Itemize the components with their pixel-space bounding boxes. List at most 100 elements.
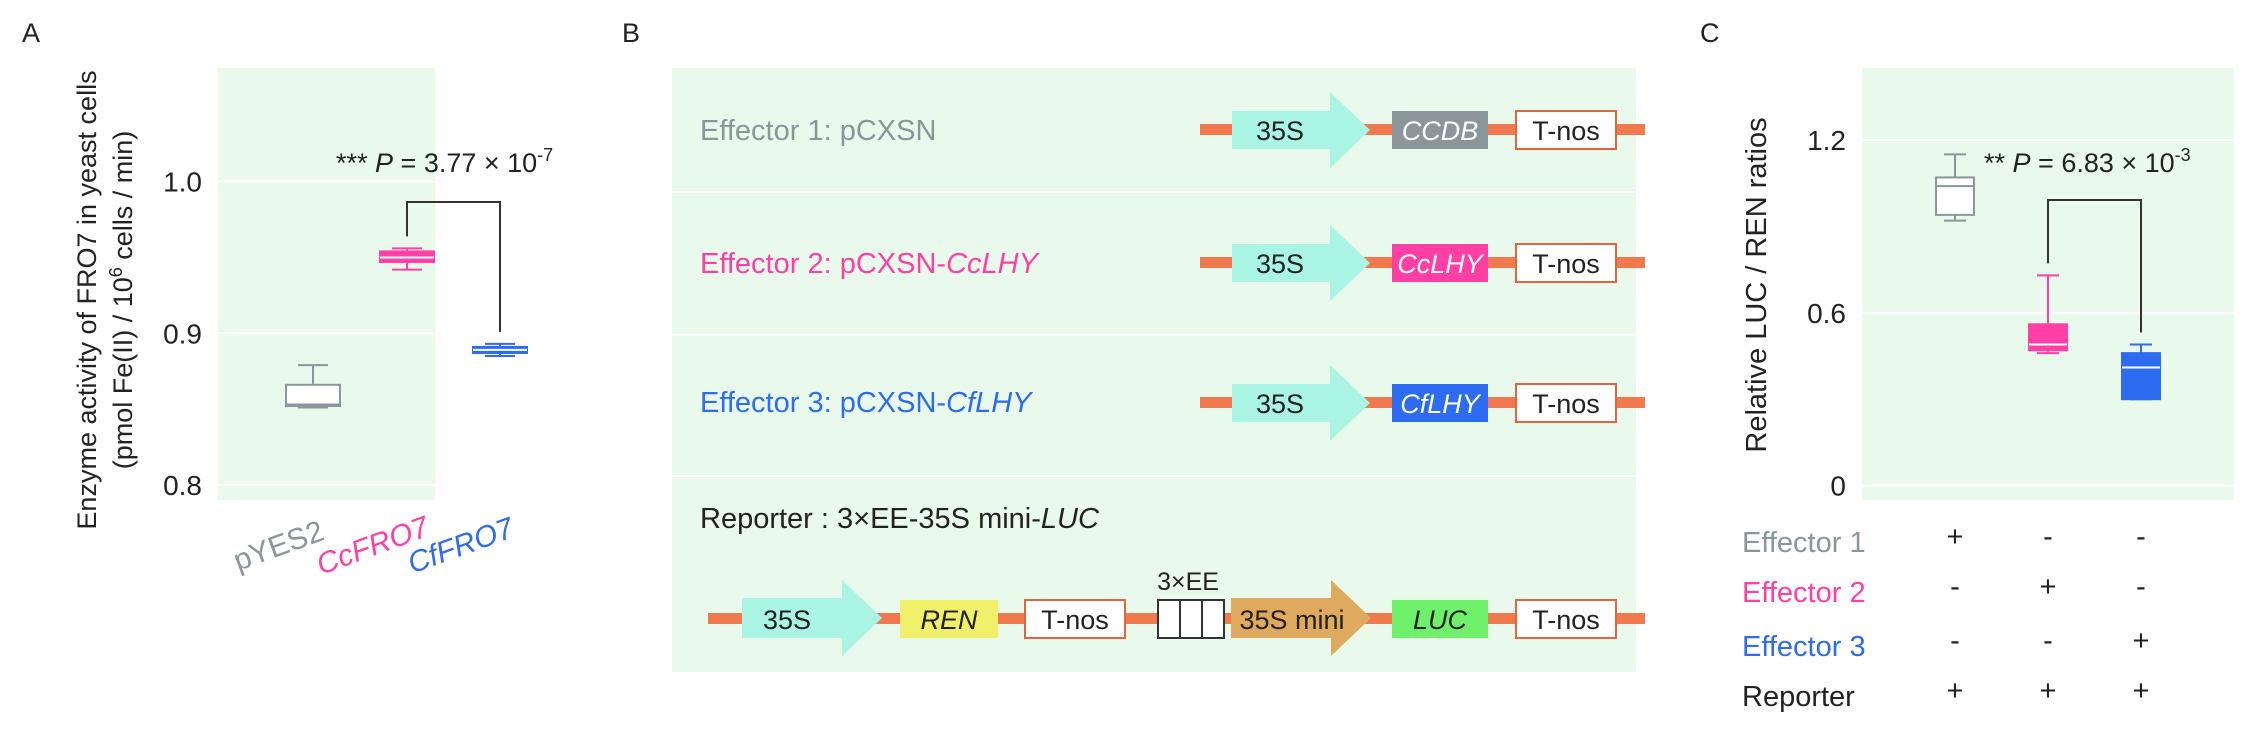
reporter-ren-box <box>900 600 998 638</box>
reporter-mini-arrow <box>1231 580 1371 656</box>
box-plot-1 <box>285 364 341 409</box>
design-cell: - <box>1950 625 1960 657</box>
design-row-label: Effector 3 <box>1742 631 1866 663</box>
promoter-35s-arrow <box>1232 225 1370 301</box>
gene-box <box>1392 384 1488 422</box>
panel-a-y-ticks: 0.8 0.9 1.0 <box>163 167 202 501</box>
panel-c-y-ticks: 0 0.6 1.2 <box>1807 125 1846 502</box>
effector-title: Effector 2: pCXSN-CcLHY <box>700 248 1041 280</box>
design-cell: - <box>2043 521 2053 553</box>
significance-bracket <box>406 201 501 332</box>
significance-label: ** P = 6.83 × 10-3 <box>1984 145 2191 178</box>
effector-title: Effector 1: pCXSN <box>700 115 936 147</box>
design-cell: - <box>1950 571 1960 603</box>
box-iqr <box>285 383 341 408</box>
design-cell: - <box>2136 521 2146 553</box>
design-row: Effector 2 - + - <box>1742 571 2146 609</box>
gene-box <box>1392 244 1488 282</box>
box-plot-3 <box>2121 343 2161 401</box>
reporter-tnos-label-2: T-nos <box>1532 605 1600 635</box>
y-tick-label: 1.2 <box>1807 125 1846 156</box>
box-iqr <box>2121 352 2161 401</box>
design-row: Effector 3 - - + <box>1742 625 2149 663</box>
panel-a-boxes <box>285 247 528 409</box>
design-cell: + <box>2133 625 2150 657</box>
y-tick-label: 0.6 <box>1807 298 1846 329</box>
tnos-label: T-nos <box>1532 116 1600 146</box>
reporter-title: Reporter : 3×EE-35S mini-LUC <box>700 503 1100 535</box>
design-table: Effector 1+--Effector 2-+-Effector 3--+R… <box>1742 521 2149 713</box>
panel-c-annotation: ** P = 6.83 × 10-3 <box>1984 145 2191 333</box>
y-tick-label: 1.0 <box>163 167 202 198</box>
reporter-construct: Reporter : 3×EE-35S mini-LUC 35S REN T-n… <box>700 503 1645 656</box>
design-row-label: Effector 1 <box>1742 527 1866 559</box>
reporter-tnos-label-1: T-nos <box>1041 605 1109 635</box>
panel-a-letter: A <box>22 18 40 48</box>
design-cell: + <box>2040 675 2057 707</box>
design-cell: + <box>2133 675 2150 707</box>
reporter-ee-label: 3×EE <box>1157 568 1219 596</box>
reporter-35s-label: 35S <box>763 605 811 635</box>
reporter-luc-box <box>1392 600 1488 638</box>
promoter-label: 35S <box>1256 389 1304 419</box>
promoter-label: 35S <box>1256 249 1304 279</box>
significance-label: *** P = 3.77 × 10-7 <box>336 145 553 178</box>
reporter-luc-label: LUC <box>1413 605 1468 635</box>
design-cell: + <box>1947 675 1964 707</box>
design-cell: + <box>2040 571 2057 603</box>
box-plot-2 <box>2028 274 2068 355</box>
design-cell: + <box>1947 521 1964 553</box>
tnos-box <box>1515 243 1617 283</box>
panel-a-ylabel-2: (pmol Fe(II) / 106 cells / min) <box>106 131 138 470</box>
tnos-box <box>1515 383 1617 423</box>
significance-bracket <box>2047 199 2142 333</box>
design-row: Effector 1 + - - <box>1742 521 2146 559</box>
tnos-box <box>1515 110 1617 150</box>
design-row-label: Effector 2 <box>1742 577 1866 609</box>
design-row: Reporter + + + <box>1742 675 2149 713</box>
gene-label: CCDB <box>1402 116 1479 146</box>
y-tick-label: 0.9 <box>163 318 202 349</box>
effector-title: Effector 3: pCXSN-CfLHY <box>700 387 1034 419</box>
panel-c-letter: C <box>1700 18 1720 48</box>
reporter-tnos-box-2 <box>1515 599 1617 639</box>
panel-b-bg <box>672 68 1636 672</box>
panel-c-boxes <box>1935 153 2161 401</box>
panel-a-grid <box>218 180 435 486</box>
y-tick-label: 0 <box>1830 471 1846 502</box>
effector-construct-1: Effector 1: pCXSN 35S CCDB T-nos <box>700 92 1645 168</box>
gene-box <box>1392 111 1488 149</box>
box-plot-2 <box>379 247 435 271</box>
tnos-label: T-nos <box>1532 389 1600 419</box>
design-cell: - <box>2043 625 2053 657</box>
reporter-ren-label: REN <box>920 605 978 635</box>
panel-c: C 0 0.6 1.2 ** P = 6.83 × 10-3 Relative LU… <box>1700 18 2234 713</box>
gene-label: CfLHY <box>1400 389 1482 419</box>
effector-construct-3: Effector 3: pCXSN-CfLHY 35S CfLHY T-nos <box>700 365 1645 441</box>
box-iqr <box>2028 323 2068 352</box>
reporter-mini-label: 35S mini <box>1239 605 1344 635</box>
category-label: pYES2 <box>229 515 328 578</box>
box-plot-1 <box>1935 153 1975 222</box>
reporter-ee-box <box>1157 599 1225 639</box>
panel-a-ylabel-1: Enzyme activity of FRO7 in yeast cells <box>72 70 102 529</box>
panel-a-annotation: *** P = 3.77 × 10-7 <box>336 145 553 332</box>
design-row-label: Reporter <box>1742 681 1855 713</box>
promoter-35s-arrow <box>1232 365 1370 441</box>
gene-label: CcLHY <box>1397 249 1485 279</box>
box-iqr <box>1935 176 1975 216</box>
y-tick-label: 0.8 <box>163 470 202 501</box>
panel-c-ylabel: Relative LUC / REN ratios <box>1741 117 1773 452</box>
design-cell: - <box>2136 571 2146 603</box>
panel-a-plot-bg <box>218 68 435 500</box>
reporter-35s-arrow <box>742 580 882 656</box>
promoter-35s-arrow <box>1232 92 1370 168</box>
reporter-tnos-box-1 <box>1024 599 1126 639</box>
promoter-label: 35S <box>1256 116 1304 146</box>
